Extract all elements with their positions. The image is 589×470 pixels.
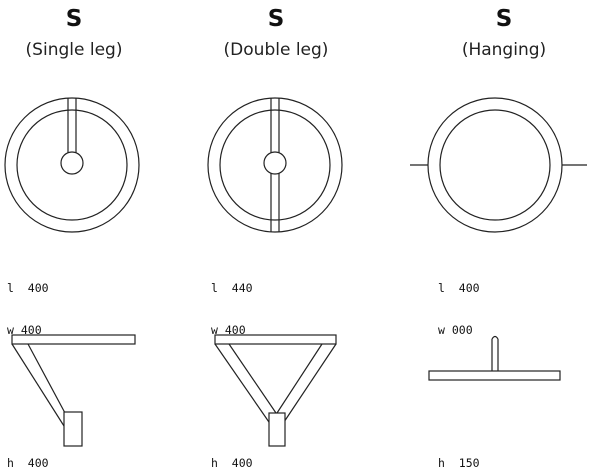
- ring-profile: [428, 370, 561, 381]
- outer-ring: [207, 97, 343, 233]
- variant-subtitle: (Hanging): [461, 40, 547, 60]
- variant-subtitle: (Single leg): [25, 40, 123, 60]
- foot-block: [268, 412, 286, 447]
- leg-left-inner: [228, 343, 277, 414]
- variant-hanging: S (Hanging) l 400 w 000 h 150: [410, 0, 587, 470]
- variant-single-leg: S (Single leg) l 400 w 400 h 400: [0, 0, 154, 470]
- foot-block: [63, 411, 83, 447]
- inner-ring: [219, 109, 331, 221]
- length-value: l 440: [211, 281, 253, 295]
- single-leg-side-view: [11, 334, 136, 447]
- hanger-rod-cap: [491, 335, 499, 340]
- outer-ring: [4, 97, 140, 233]
- leg-joint: [60, 151, 84, 175]
- double-leg-side-view: [214, 334, 337, 447]
- double-leg-top-view: [207, 97, 343, 233]
- height-value: h 400: [7, 456, 49, 470]
- dimensions: l 400 w 400: [7, 253, 49, 365]
- inner-ring: [16, 109, 128, 221]
- width-value: w 400: [211, 323, 246, 337]
- variant-title: S: [65, 6, 83, 32]
- variant-subtitle: (Double leg): [223, 40, 329, 60]
- tabletop: [214, 334, 337, 345]
- leg-joint: [263, 151, 287, 175]
- hanging-top-view: [410, 97, 587, 233]
- leg-right-inner: [276, 343, 323, 414]
- inner-ring: [439, 109, 551, 221]
- hanging-side-view: [428, 335, 561, 381]
- length-value: l 400: [7, 281, 49, 295]
- height-value: h 150: [438, 456, 480, 470]
- variant-title: S: [267, 6, 285, 32]
- width-value: w 000: [438, 323, 473, 337]
- tabletop: [11, 334, 136, 345]
- length-value: l 400: [438, 281, 480, 295]
- variant-title: S: [495, 6, 513, 32]
- leg-inner-edge: [11, 343, 65, 427]
- dimensions: l 440 w 400: [211, 253, 253, 365]
- leg-left-outer: [214, 343, 272, 426]
- single-leg-top-view: [4, 97, 140, 233]
- dimensions: l 400 w 000: [438, 253, 480, 365]
- width-value: w 400: [7, 323, 42, 337]
- leg-right-outer: [281, 343, 337, 426]
- variant-double-leg: S (Double leg) l 440 w 400 h 400: [196, 0, 356, 470]
- height-value: h 400: [211, 456, 253, 470]
